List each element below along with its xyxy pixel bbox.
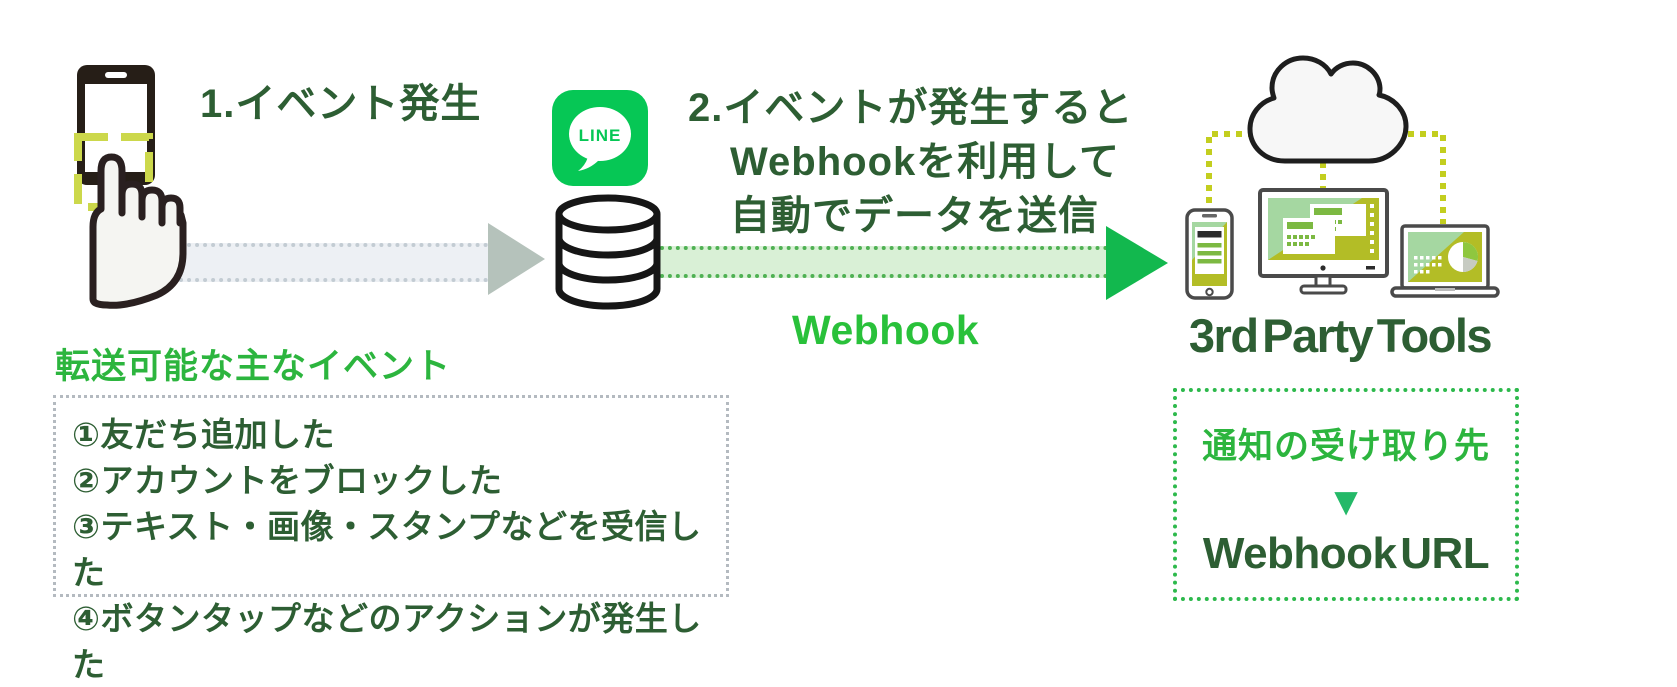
laptop-device-icon	[1390, 224, 1500, 298]
event-item-4: ④ボタンタップなどのアクションが発生した	[72, 600, 702, 683]
receiver-panel: 通知の受け取り先 ▼ Webhook URL	[1173, 388, 1519, 601]
monitor-device-icon	[1258, 188, 1389, 295]
line-icon-label: LINE	[579, 126, 622, 145]
step2-line2: Webhookを利用して	[730, 140, 1121, 184]
cloud-icon	[1247, 55, 1409, 164]
event-arrow-shaft	[163, 243, 488, 282]
receiver-panel-value: Webhook URL	[1202, 529, 1490, 578]
events-panel: ①友だち追加した ②アカウントをブロックした ③テキスト・画像・スタンプなどを受…	[53, 395, 729, 683]
line-app-icon: LINE	[552, 90, 648, 186]
step2-label: 2.イベントが発生すると Webhookを利用して 自動でデータを送信	[688, 81, 1133, 243]
step2-line3: 自動でデータを送信	[730, 194, 1099, 238]
step2-line1: 2.イベントが発生すると	[688, 86, 1134, 130]
event-item-2: ②アカウントをブロックした	[72, 462, 503, 499]
event-item-1: ①友だち追加した	[72, 416, 335, 453]
webhook-arrow-shaft	[660, 246, 1108, 278]
third-party-tools-title: 3rd Party Tools	[1188, 309, 1493, 362]
event-arrow-head	[488, 223, 545, 295]
cloud-connector-lines	[1206, 131, 1446, 224]
event-item-3: ③テキスト・画像・スタンプなどを受信した	[72, 508, 702, 591]
third-party-tools-illustration	[1185, 55, 1500, 300]
smartphone-tap-icon	[74, 65, 187, 309]
webhook-arrow-head	[1106, 226, 1168, 300]
down-arrow-icon: ▼	[1326, 480, 1366, 524]
step1-label: 1.イベント発生	[200, 82, 482, 126]
receiver-panel-title: 通知の受け取り先	[1201, 427, 1490, 466]
webhook-arrow-label: Webhook	[792, 307, 980, 353]
events-panel-title: 転送可能な主なイベント	[55, 347, 452, 386]
database-icon	[555, 194, 661, 310]
smartphone-device-icon	[1185, 208, 1234, 300]
